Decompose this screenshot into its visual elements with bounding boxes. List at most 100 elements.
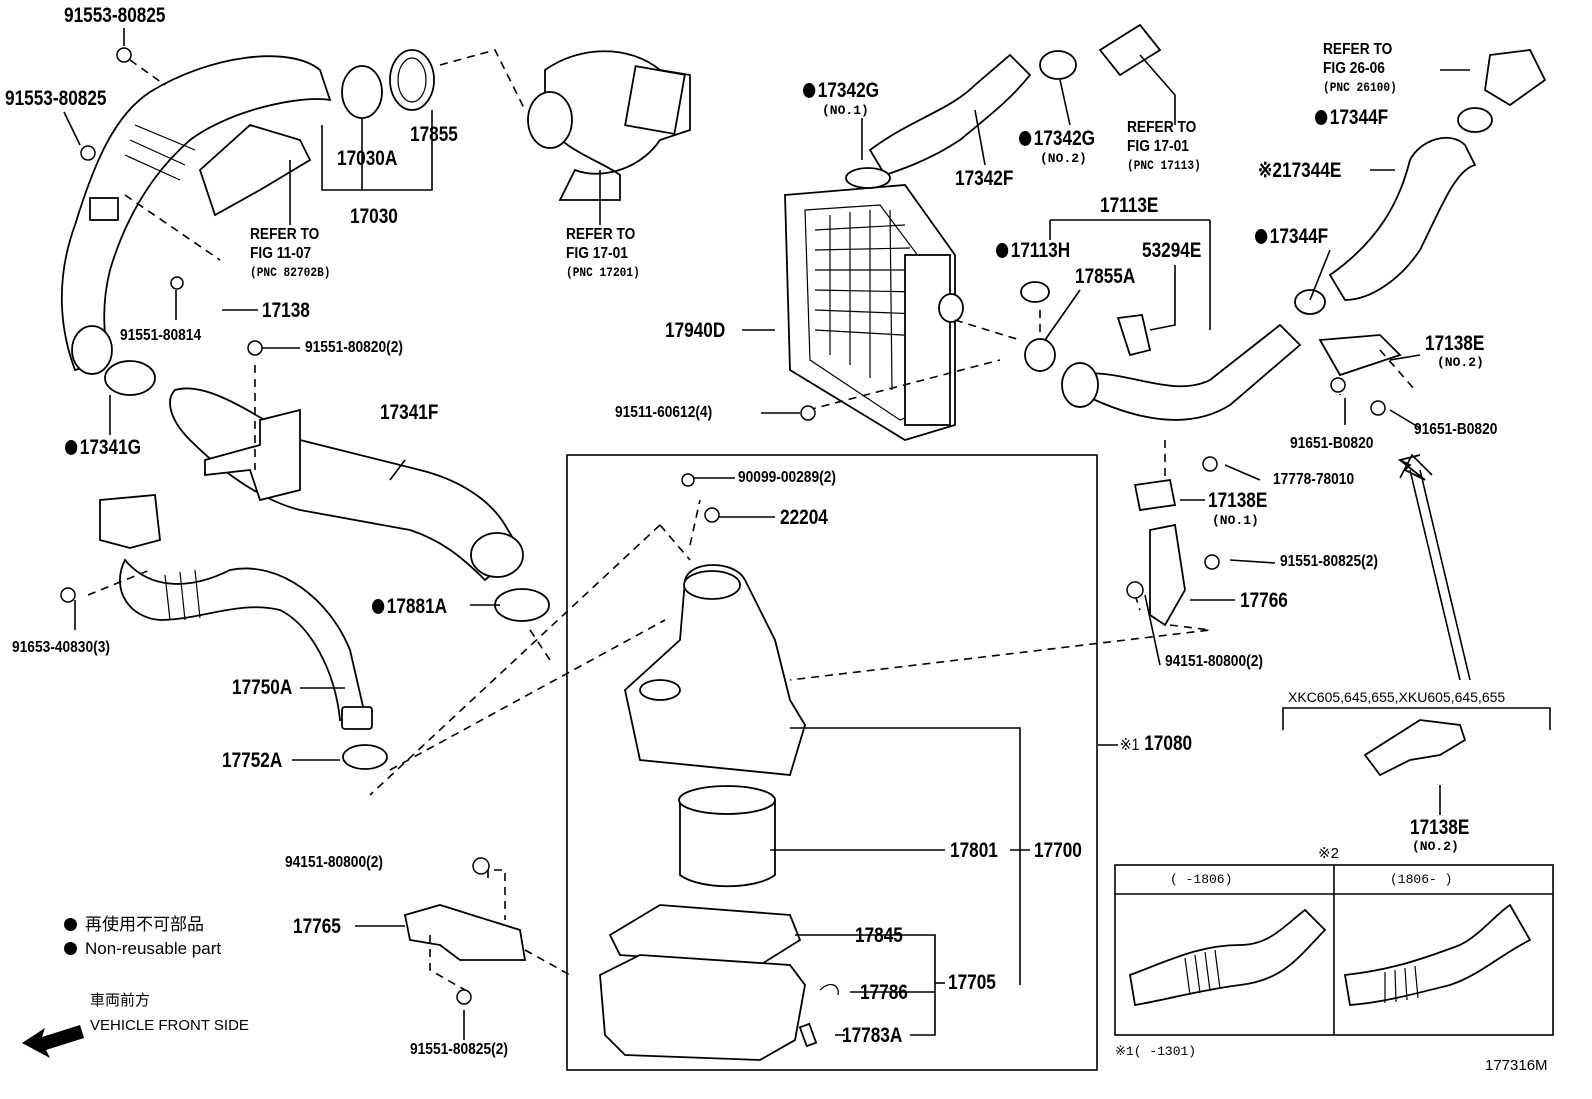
label-90099-00289[interactable]: 90099-00289(2)	[738, 469, 836, 486]
label-17344E[interactable]: ※217344E	[1258, 160, 1341, 181]
label-17342G-no2[interactable]: 17342G	[1019, 128, 1095, 149]
label-22204[interactable]: 22204	[780, 506, 828, 529]
label-17341G[interactable]: 17341G	[65, 437, 141, 458]
legend-en: Non-reusable part	[64, 940, 221, 957]
label-17752A[interactable]: 17752A	[222, 749, 283, 772]
label-91551-80825-bottom[interactable]: 91551-80825(2)	[410, 1041, 508, 1058]
label-17766[interactable]: 17766	[1240, 589, 1288, 612]
label-17138E-no1-sub: (NO.1)	[1212, 513, 1259, 528]
legend-dot-icon	[64, 918, 77, 931]
label-17786[interactable]: 17786	[860, 981, 908, 1004]
hose-17342F	[868, 53, 1032, 177]
label-17138[interactable]: 17138	[262, 299, 310, 322]
refer-note-fig-26-06: REFER TO FIG 26-06 (PNC 26100)	[1323, 40, 1397, 97]
air-cleaner-upper	[624, 564, 806, 776]
variant-models: XKC605,645,655,XKU605,645,655	[1288, 689, 1506, 705]
refer-note-fig-17-01-b: REFER TO FIG 17-01 (PNC 17113)	[1127, 118, 1201, 175]
variant-col-1: ( -1806)	[1170, 872, 1233, 887]
label-17080[interactable]: ※1 17080	[1120, 733, 1192, 754]
label-17705[interactable]: 17705	[948, 971, 996, 994]
upper-intake-hose	[60, 55, 332, 372]
label-17344F-mid[interactable]: 17344F	[1255, 226, 1328, 247]
refer-line-3: (PNC 26100)	[1323, 80, 1397, 95]
label-91551-80825-right[interactable]: 91551-80825(2)	[1280, 553, 1378, 570]
label-17344F-top[interactable]: 17344F	[1315, 107, 1388, 128]
ring-17855	[389, 49, 435, 111]
legend-jp-text: 再使用不可部品	[85, 915, 204, 934]
clamp-17344F-top	[1457, 107, 1493, 133]
label-17138E-no2[interactable]: 17138E	[1425, 332, 1485, 355]
label-17881A[interactable]: 17881A	[372, 596, 447, 617]
label-17030A[interactable]: 17030A	[337, 147, 398, 170]
label-17940D[interactable]: 17940D	[665, 319, 726, 342]
variant-col-2: (1806- )	[1390, 872, 1453, 887]
label-17138E-variant-sub: (NO.2)	[1412, 839, 1459, 854]
clamp-17113H	[1020, 281, 1050, 303]
bracket-17030	[198, 123, 312, 217]
charge-pipe-17341F	[169, 387, 522, 582]
refer-line-3: (PNC 17113)	[1127, 158, 1201, 173]
refer-note-fig-11-07: REFER TO FIG 11-07 (PNC 82702B)	[250, 225, 331, 282]
bracket-17765	[403, 904, 527, 961]
bracket-17766	[1149, 523, 1186, 627]
label-17765[interactable]: 17765	[293, 915, 341, 938]
air-cleaner-lower	[599, 954, 806, 1061]
clamp-17342G-2	[1039, 50, 1077, 80]
clamp-17342G-1	[845, 167, 891, 189]
label-17783A[interactable]: 17783A	[842, 1024, 903, 1047]
refer-line-2: FIG 17-01	[1127, 138, 1189, 155]
mark-2: ※2	[1258, 159, 1283, 182]
label-91511-60612[interactable]: 91511-60612(4)	[615, 404, 713, 421]
label-17342F[interactable]: 17342F	[955, 167, 1014, 190]
label-17138E-no1[interactable]: 17138E	[1208, 489, 1268, 512]
front-side-en: VEHICLE FRONT SIDE	[90, 1017, 249, 1034]
label-17030[interactable]: 17030	[350, 205, 398, 228]
bracket-17138E-variant	[1363, 719, 1467, 777]
air-cleaner-frame	[566, 454, 1098, 1071]
inlet-box	[99, 494, 161, 549]
label-17341F[interactable]: 17341F	[380, 401, 439, 424]
label-91553-80825-top[interactable]: 91553-80825	[64, 4, 166, 27]
clamp-17344F-mid	[1294, 289, 1326, 315]
label-91651-B0820-left[interactable]: 91651-B0820	[1290, 435, 1374, 452]
pipe-bracket	[204, 408, 301, 502]
label-17801[interactable]: 17801	[950, 839, 998, 862]
label-17700[interactable]: 17700	[1034, 839, 1082, 862]
front-side-jp: 車両前方	[90, 992, 151, 1009]
diagram-id: 177316M	[1485, 1057, 1548, 1074]
label-17778-78010[interactable]: 17778-78010	[1273, 471, 1355, 488]
label-94151-80800-right[interactable]: 94151-80800(2)	[1165, 653, 1263, 670]
label-91653-40830[interactable]: 91653-40830(3)	[12, 639, 110, 656]
label-17750A[interactable]: 17750A	[232, 676, 293, 699]
label-91551-80814[interactable]: 91551-80814	[120, 327, 202, 344]
label-91553-80825-left[interactable]: 91553-80825	[5, 87, 107, 110]
label-91651-B0820-right[interactable]: 91651-B0820	[1414, 421, 1498, 438]
hose-end-ring	[71, 325, 113, 375]
refer-line-1: REFER TO	[250, 226, 320, 243]
hose-variant-1	[1128, 908, 1327, 1007]
refer-line-1: REFER TO	[1127, 119, 1197, 136]
label-17342G-no1-sub: (NO.1)	[822, 103, 869, 118]
clamp-17855A	[1024, 338, 1056, 372]
pin-17783A	[798, 1022, 818, 1048]
clamp-17881A	[494, 588, 550, 622]
label-17845[interactable]: 17845	[855, 924, 903, 947]
label-53294E[interactable]: 53294E	[1142, 239, 1202, 262]
label-17113E[interactable]: 17113E	[1100, 194, 1159, 217]
refer-line-1: REFER TO	[566, 226, 636, 243]
label-17138E-variant[interactable]: 17138E	[1410, 816, 1470, 839]
label-94151-80800-left[interactable]: 94151-80800(2)	[285, 854, 383, 871]
throttle-body	[1484, 49, 1547, 107]
legend-en-text: Non-reusable part	[85, 939, 222, 958]
label-91551-80820[interactable]: 91551-80820(2)	[305, 339, 403, 356]
hose-17750A	[119, 558, 367, 722]
label-17080-text: 17080	[1144, 732, 1193, 755]
clamp-17752A	[342, 744, 388, 770]
legend-jp: 再使用不可部品	[64, 916, 204, 933]
label-17113H[interactable]: 17113H	[996, 240, 1070, 261]
label-17855[interactable]: 17855	[410, 123, 458, 146]
label-17342G-no1[interactable]: 17342G	[803, 80, 879, 101]
bracket-17138E-no2	[1318, 334, 1402, 377]
label-17855A[interactable]: 17855A	[1075, 265, 1136, 288]
